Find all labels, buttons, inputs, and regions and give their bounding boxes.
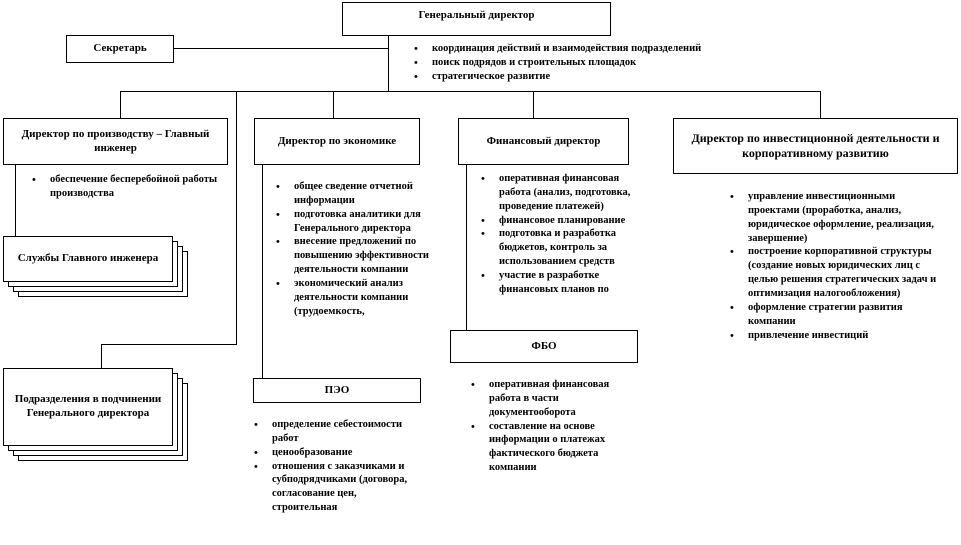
duty-item: составление на основе информации о плате… [467, 420, 642, 475]
economics-director-duties: общее сведение отчетной информации подго… [272, 180, 440, 319]
finance-director-title: Финансовый директор [486, 134, 601, 147]
duty-item: оперативная финансовая работа в части до… [467, 378, 642, 420]
connector-gd-down [388, 35, 389, 92]
production-director-duties: обеспечение бесперебойной работы произво… [28, 173, 218, 201]
connector-to-investment [820, 91, 821, 118]
duty-item: участие в разработке финансовых планов п… [477, 269, 645, 297]
secretary-title: Секретарь [93, 42, 147, 55]
production-director-title: Директор по производству – Главный инжен… [21, 127, 210, 154]
connector-subordinate-horizontal [101, 344, 237, 345]
duty-item: координация действий и взаимодействия по… [410, 42, 850, 56]
peo-duties: определение себестоимости работ ценообра… [250, 418, 418, 515]
secretary-box: Секретарь [66, 35, 174, 63]
connector-main-horizontal [120, 91, 820, 92]
duty-item: оперативная финансовая работа (анализ, п… [477, 172, 645, 214]
economics-director-title: Директор по экономике [277, 134, 397, 147]
duty-item: обеспечение бесперебойной работы произво… [28, 173, 218, 201]
peo-box: ПЭО [253, 378, 421, 403]
duty-item: построение корпоративной структуры (созд… [726, 245, 946, 300]
subordinate-units-box: Подразделения в подчинении Генерального … [3, 368, 173, 446]
finance-director-box: Финансовый директор [458, 118, 629, 165]
connector-secretary [173, 48, 389, 49]
peo-duties-clip: определение себестоимости работ ценообра… [250, 418, 428, 545]
duty-item: отношения с заказчиками и субподрядчикам… [250, 460, 418, 515]
connector-to-economics [333, 91, 334, 118]
duty-item: экономический анализ деятельности компан… [272, 277, 440, 319]
duty-item: управление инвестиционными проектами (пр… [726, 190, 946, 245]
connector-production-services [15, 165, 16, 239]
duty-item: ценообразование [250, 446, 418, 460]
chief-engineer-services-box: Службы Главного инженера [3, 236, 173, 282]
economics-duties-clip: общее сведение отчетной информации подго… [272, 180, 440, 368]
connector-to-production [120, 91, 121, 118]
production-director-box: Директор по производству – Главный инжен… [3, 118, 228, 165]
fbo-box: ФБО [450, 330, 638, 363]
duty-item: стратегическое развитие [410, 70, 850, 84]
duty-item: привлечение инвестиций [726, 329, 946, 343]
fbo-duties-clip: оперативная финансовая работа в части до… [467, 378, 647, 480]
investment-director-box: Директор по инвестиционной деятельности … [673, 118, 958, 174]
general-director-duties: координация действий и взаимодействия по… [410, 42, 850, 84]
fbo-duties: оперативная финансовая работа в части до… [467, 378, 642, 475]
duty-item: общее сведение отчетной информации [272, 180, 440, 208]
connector-finance-fbo [466, 165, 467, 330]
general-director-box: Генеральный директор [342, 2, 611, 36]
connector-to-subordinate [236, 91, 237, 344]
duty-item: подготовка и разработка бюджетов, контро… [477, 227, 645, 269]
duty-item: поиск подрядов и строительных площадок [410, 56, 850, 70]
investment-director-duties: управление инвестиционными проектами (пр… [726, 190, 946, 343]
duty-item: определение себестоимости работ [250, 418, 418, 446]
duty-item: подготовка аналитики для Генерального ди… [272, 208, 440, 236]
finance-duties-clip: оперативная финансовая работа (анализ, п… [477, 172, 652, 314]
chief-engineer-services-title: Службы Главного инженера [17, 252, 159, 265]
economics-director-box: Директор по экономике [254, 118, 420, 165]
connector-economics-peo [262, 165, 263, 378]
fbo-title: ФБО [531, 339, 557, 352]
investment-director-title: Директор по инвестиционной деятельности … [691, 131, 940, 160]
subordinate-units-title: Подразделения в подчинении Генерального … [14, 393, 162, 419]
general-director-title: Генеральный директор [418, 9, 535, 21]
duty-item: финансовое планирование [477, 214, 645, 228]
duty-item: оформление стратегии развития компании [726, 301, 946, 329]
peo-title: ПЭО [324, 383, 350, 396]
connector-subordinate-down [101, 344, 102, 368]
duty-item: внесение предложений по повышению эффект… [272, 235, 440, 277]
finance-director-duties: оперативная финансовая работа (анализ, п… [477, 172, 645, 297]
connector-to-finance [533, 91, 534, 118]
